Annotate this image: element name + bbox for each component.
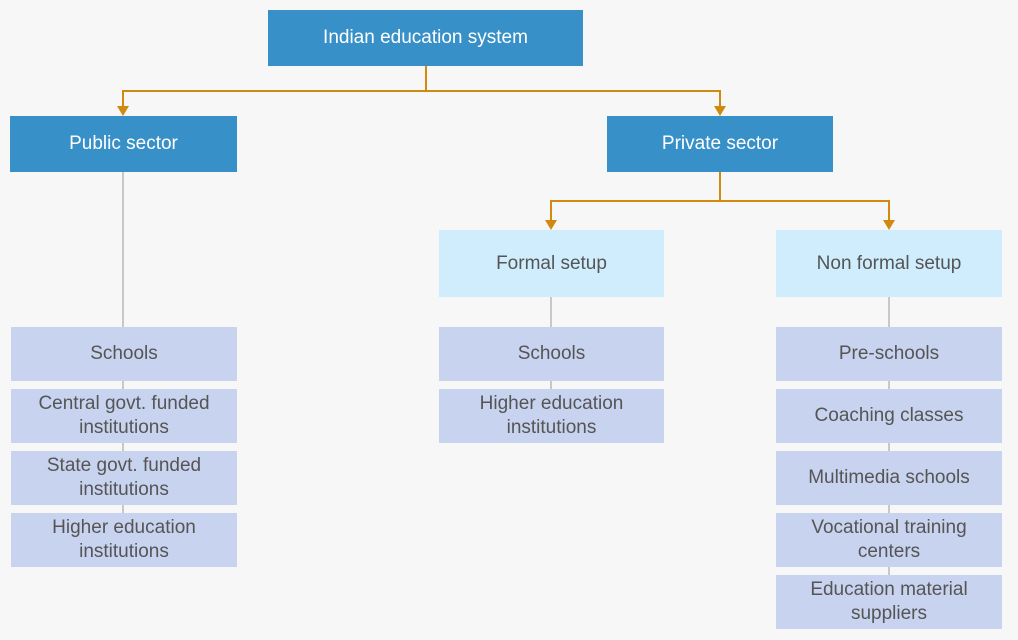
private-sector-node: Private sector: [607, 116, 833, 172]
public-item: Central govt. funded institutions: [11, 389, 237, 443]
nonformal-item: Education material suppliers: [776, 575, 1002, 629]
nonformal-item: Vocational training centers: [776, 513, 1002, 567]
arrow-icon: [545, 220, 557, 230]
private-connector: [550, 172, 721, 222]
formal-item: Higher education institutions: [439, 389, 664, 443]
nonformal-item: Pre-schools: [776, 327, 1002, 381]
nonformal-item: Multimedia schools: [776, 451, 1002, 505]
nonformal-setup-node: Non formal setup: [776, 230, 1002, 297]
formal-setup-node: Formal setup: [439, 230, 664, 297]
public-item: Higher education institutions: [11, 513, 237, 567]
private-connector-right: [720, 200, 890, 222]
root-node: Indian education system: [268, 10, 583, 66]
arrow-icon: [117, 106, 129, 116]
nonformal-item: Coaching classes: [776, 389, 1002, 443]
formal-item: Schools: [439, 327, 664, 381]
public-item: State govt. funded institutions: [11, 451, 237, 505]
root-connector: [122, 66, 427, 108]
arrow-icon: [883, 220, 895, 230]
root-connector-right: [426, 90, 721, 108]
public-item: Schools: [11, 327, 237, 381]
arrow-icon: [714, 106, 726, 116]
public-sector-node: Public sector: [10, 116, 237, 172]
